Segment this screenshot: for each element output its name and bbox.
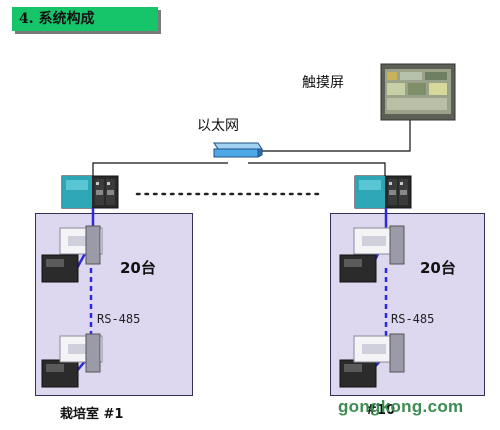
ethernet-link-left bbox=[92, 162, 228, 176]
controller-device-icon-left-top bbox=[41, 225, 103, 283]
touch-panel-icon bbox=[380, 63, 456, 121]
ethernet-label: 以太网 bbox=[197, 118, 239, 134]
watermark: gongkong.com bbox=[338, 397, 464, 416]
ethernet-links bbox=[92, 120, 411, 176]
plc-unit-icon-left bbox=[61, 175, 119, 209]
ethernet-hub-icon bbox=[213, 142, 263, 158]
room-1-label: 栽培室 #1 bbox=[60, 407, 124, 422]
controller-device-icon-left-bottom bbox=[41, 333, 103, 388]
rs485-label-left: RS-485 bbox=[96, 312, 142, 326]
ethernet-link-touch bbox=[260, 120, 411, 152]
ethernet-link-right bbox=[248, 162, 386, 176]
rs485-label-right: RS-485 bbox=[390, 312, 436, 326]
device-count-label-right: 20台 bbox=[420, 259, 456, 277]
controller-device-icon-right-bottom bbox=[339, 333, 405, 388]
plc-unit-icon-right bbox=[354, 175, 412, 209]
section-heading: 4. 系统构成 bbox=[12, 7, 158, 31]
controller-device-icon-right-top bbox=[339, 225, 405, 283]
touch-screen-label: 触摸屏 bbox=[302, 75, 344, 91]
device-count-label-left: 20台 bbox=[120, 259, 156, 277]
room-10-label: #10 bbox=[366, 403, 395, 418]
